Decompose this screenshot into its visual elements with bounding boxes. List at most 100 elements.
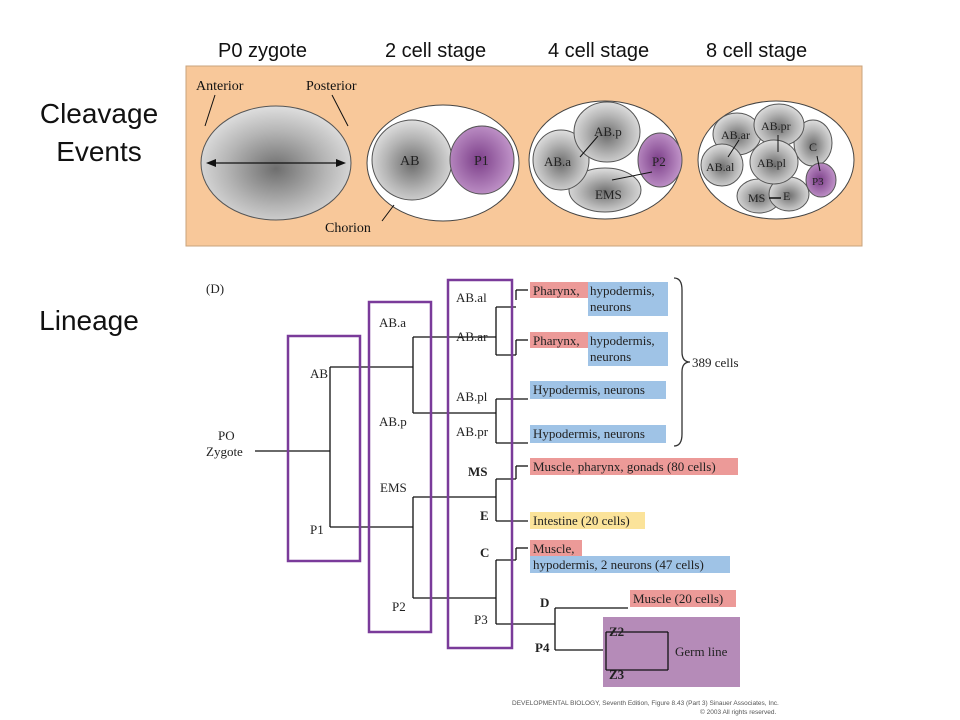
cell-p1: [449, 125, 515, 195]
highlight-8cell: [446, 278, 514, 650]
cell-abp-label: AB.p: [594, 124, 622, 139]
cell-p1-label: P1: [474, 154, 489, 169]
fate-box-abpr: [530, 425, 666, 443]
stage-highlight-boxes: [286, 278, 514, 650]
cell-abal-label: AB.al: [706, 160, 735, 174]
fate-pharynx-1: Pharynx,: [533, 283, 580, 298]
label-ms: MS: [468, 464, 488, 479]
stage-label-p0: P0 zygote: [218, 40, 307, 62]
fate-hypo-1b: neurons: [590, 299, 631, 314]
cell-p2: [637, 132, 683, 188]
cell-abpl: [749, 139, 799, 185]
label-ab: AB: [310, 366, 328, 381]
four-cell-embryo: AB.p AB.a P2 EMS: [528, 100, 683, 220]
chorion-label: Chorion: [325, 221, 371, 236]
cell-ab-label: AB: [400, 154, 419, 169]
cleavage-events-label: Cleavage Events: [24, 95, 174, 171]
fate-pharynx-2: Pharynx,: [533, 333, 580, 348]
label-abpr: AB.pr: [456, 424, 489, 439]
label-z2: Z2: [609, 624, 624, 639]
label-abal: AB.al: [456, 290, 487, 305]
germ-line-box: [603, 617, 740, 687]
label-zygote: Zygote: [206, 444, 243, 459]
fate-c-2: hypodermis, 2 neurons (47 cells): [533, 557, 704, 572]
fate-ms: Muscle, pharynx, gonads (80 cells): [533, 459, 716, 474]
8cell-abar-abal-line: [727, 139, 740, 158]
label-p4: P4: [535, 640, 550, 655]
fate-abpl: Hypodermis, neurons: [533, 382, 645, 397]
stage-label-4cell: 4 cell stage: [548, 40, 650, 62]
anterior-pointer: [204, 94, 216, 127]
lineage-labels: (D) PO Zygote AB P1 AB.a AB.p EMS P2 AB.…: [206, 281, 739, 682]
fate-box-c-hypo: [530, 556, 730, 573]
fate-hypo-1a: hypodermis,: [590, 283, 655, 298]
cleavage-label-line1: Cleavage: [39, 98, 159, 129]
8cell-c-p3-line: [816, 155, 821, 172]
cell-p2-label: P2: [652, 154, 666, 169]
label-p1: P1: [310, 522, 324, 537]
fate-abpr: Hypodermis, neurons: [533, 426, 645, 441]
figure-credit-2: © 2003 All rights reserved.: [700, 709, 777, 716]
cell-aba: [532, 129, 590, 191]
stage-label-2cell: 2 cell stage: [385, 40, 487, 62]
label-abp: AB.p: [379, 414, 407, 429]
fate-box-hypo-1: [588, 282, 668, 316]
cell-e-label: E: [783, 189, 790, 203]
label-p3: P3: [474, 612, 488, 627]
fate-box-e: [530, 512, 645, 529]
cleavage-label-line2: Events: [56, 136, 142, 167]
cell-abal: [700, 143, 744, 187]
fate-c-1: Muscle,: [533, 541, 575, 556]
fate-box-abpl: [530, 381, 666, 399]
cell-aba-label: AB.a: [544, 154, 571, 169]
highlight-4cell: [367, 300, 433, 634]
fate-box-d: [630, 590, 736, 607]
fate-box-hypo-2: [588, 332, 668, 366]
label-c: C: [480, 545, 489, 560]
label-ems: EMS: [380, 480, 407, 495]
fate-hypo-2b: neurons: [590, 349, 631, 364]
highlight-2cell: [286, 334, 362, 563]
cell-ems: [568, 167, 642, 213]
fate-hypo-2a: hypodermis,: [590, 333, 655, 348]
figure-credit-1: DEVELOPMENTAL BIOLOGY, Seventh Edition, …: [512, 700, 779, 707]
cell-p3-label: P3: [812, 176, 824, 188]
fate-box-pharynx-1: [530, 282, 588, 298]
panel-label-d: (D): [206, 281, 224, 296]
label-abar: AB.ar: [456, 329, 488, 344]
eight-cell-embryo: AB.ar AB.pr AB.al AB.pl C P3 MS E: [697, 100, 855, 220]
fate-box-c-muscle: [530, 540, 582, 557]
cell-abpr-label: AB.pr: [761, 119, 791, 133]
label-d: D: [540, 595, 549, 610]
cell-abar-label: AB.ar: [721, 128, 750, 142]
4cell-ems-p2-line: [611, 171, 653, 181]
fate-d: Muscle (20 cells): [633, 591, 723, 606]
chorion-pointer: [381, 204, 395, 222]
posterior-pointer: [331, 94, 349, 127]
cell-abpl-label: AB.pl: [757, 156, 787, 170]
axis-arrow-right-icon: [336, 159, 346, 167]
fate-e: Intestine (20 cells): [533, 513, 630, 528]
4cell-contact-line: [579, 135, 599, 158]
label-abpl: AB.pl: [456, 389, 488, 404]
label-aba: AB.a: [379, 315, 406, 330]
stage-label-8cell: 8 cell stage: [706, 40, 808, 62]
label-po: PO: [218, 428, 235, 443]
two-cell-embryo: AB P1 Chorion: [325, 104, 520, 236]
zygote-embryo: Anterior Posterior: [196, 79, 357, 221]
label-389-cells: 389 cells: [692, 355, 739, 370]
cells-brace: [673, 277, 691, 447]
cell-ms-label: MS: [748, 191, 765, 205]
cell-abp: [573, 101, 641, 163]
fate-box-pharynx-2: [530, 332, 588, 348]
label-germ-line: Germ line: [675, 644, 728, 659]
label-e: E: [480, 508, 489, 523]
lineage-label: Lineage: [39, 305, 139, 336]
cell-ems-label: EMS: [595, 187, 622, 202]
fate-boxes: [530, 282, 740, 687]
cell-p3: [805, 162, 837, 198]
label-p2: P2: [392, 599, 406, 614]
axis-arrow-left-icon: [206, 159, 216, 167]
label-z3: Z3: [609, 667, 625, 682]
